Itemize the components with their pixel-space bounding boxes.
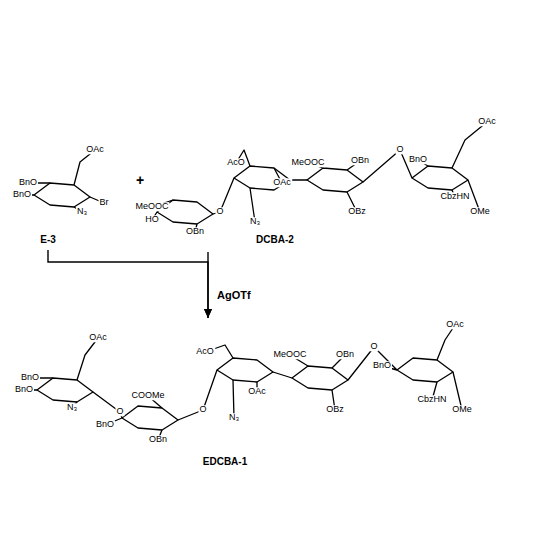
atom-label: OAc xyxy=(88,333,108,342)
reagent-label: AgOTf xyxy=(216,290,252,301)
atom-label: OAc xyxy=(477,117,497,126)
atom-label: OBn xyxy=(350,156,370,165)
sugar-ring xyxy=(307,168,363,192)
atom-label: CbzHN xyxy=(416,395,447,404)
atom-label: O xyxy=(215,207,224,216)
atom-label: BnO xyxy=(14,385,34,394)
atom-label: AcO xyxy=(195,347,215,356)
atom-label: MeOOC xyxy=(134,202,169,211)
sugar-ring xyxy=(34,183,90,207)
compound-name: EDCBA-1 xyxy=(203,457,247,467)
atom-label: MeOOC xyxy=(272,350,307,359)
atom-label: N₃ xyxy=(66,403,78,412)
atom-label: N₃ xyxy=(76,207,88,216)
atom-label: BnO xyxy=(12,190,32,199)
atom-label: BnO xyxy=(18,178,38,187)
sugar-ring xyxy=(122,406,178,430)
atom-label: O xyxy=(369,342,378,351)
atom-label: OMe xyxy=(451,405,473,414)
atom-label: BnO xyxy=(408,155,428,164)
atom-label: OBn xyxy=(185,227,205,236)
atom-label: OAc xyxy=(85,145,105,154)
sugar-ring xyxy=(412,166,468,190)
compound-name: DCBA-2 xyxy=(256,235,294,245)
compound-name: E-3 xyxy=(40,235,56,245)
atom-label: OBn xyxy=(148,435,168,444)
atom-label: OAc xyxy=(247,387,267,396)
atom-label: BnO xyxy=(95,420,115,429)
atom-label: COOMe xyxy=(130,391,165,400)
atom-label: OAc xyxy=(445,320,465,329)
reaction-arrow xyxy=(48,250,208,318)
reaction-arrow xyxy=(207,252,208,318)
atom-label: HO xyxy=(144,215,160,224)
atom-label: OBz xyxy=(347,207,367,216)
atom-label: N₃ xyxy=(228,413,240,422)
atom-label: BnO xyxy=(20,373,40,382)
atom-label: OMe xyxy=(469,207,491,216)
atom-label: O xyxy=(198,405,207,414)
atom-label: N₃ xyxy=(249,217,261,226)
atom-label: OAc xyxy=(272,178,292,187)
atom-label: AcO xyxy=(226,158,246,167)
atom-label: OBz xyxy=(325,405,345,414)
atom-label: O xyxy=(115,407,124,416)
atom-label: Br xyxy=(99,198,110,207)
atom-label: MeOOC xyxy=(290,158,325,167)
sugar-ring xyxy=(37,378,93,402)
plus-sign: + xyxy=(135,173,145,188)
sugar-ring xyxy=(292,366,348,390)
sugar-ring xyxy=(217,358,273,382)
atom-label: O xyxy=(395,145,404,154)
atom-label: CbzHN xyxy=(439,192,470,201)
atom-label: BnO xyxy=(372,361,392,370)
atom-label: OBn xyxy=(335,350,355,359)
sugar-ring xyxy=(397,358,453,382)
